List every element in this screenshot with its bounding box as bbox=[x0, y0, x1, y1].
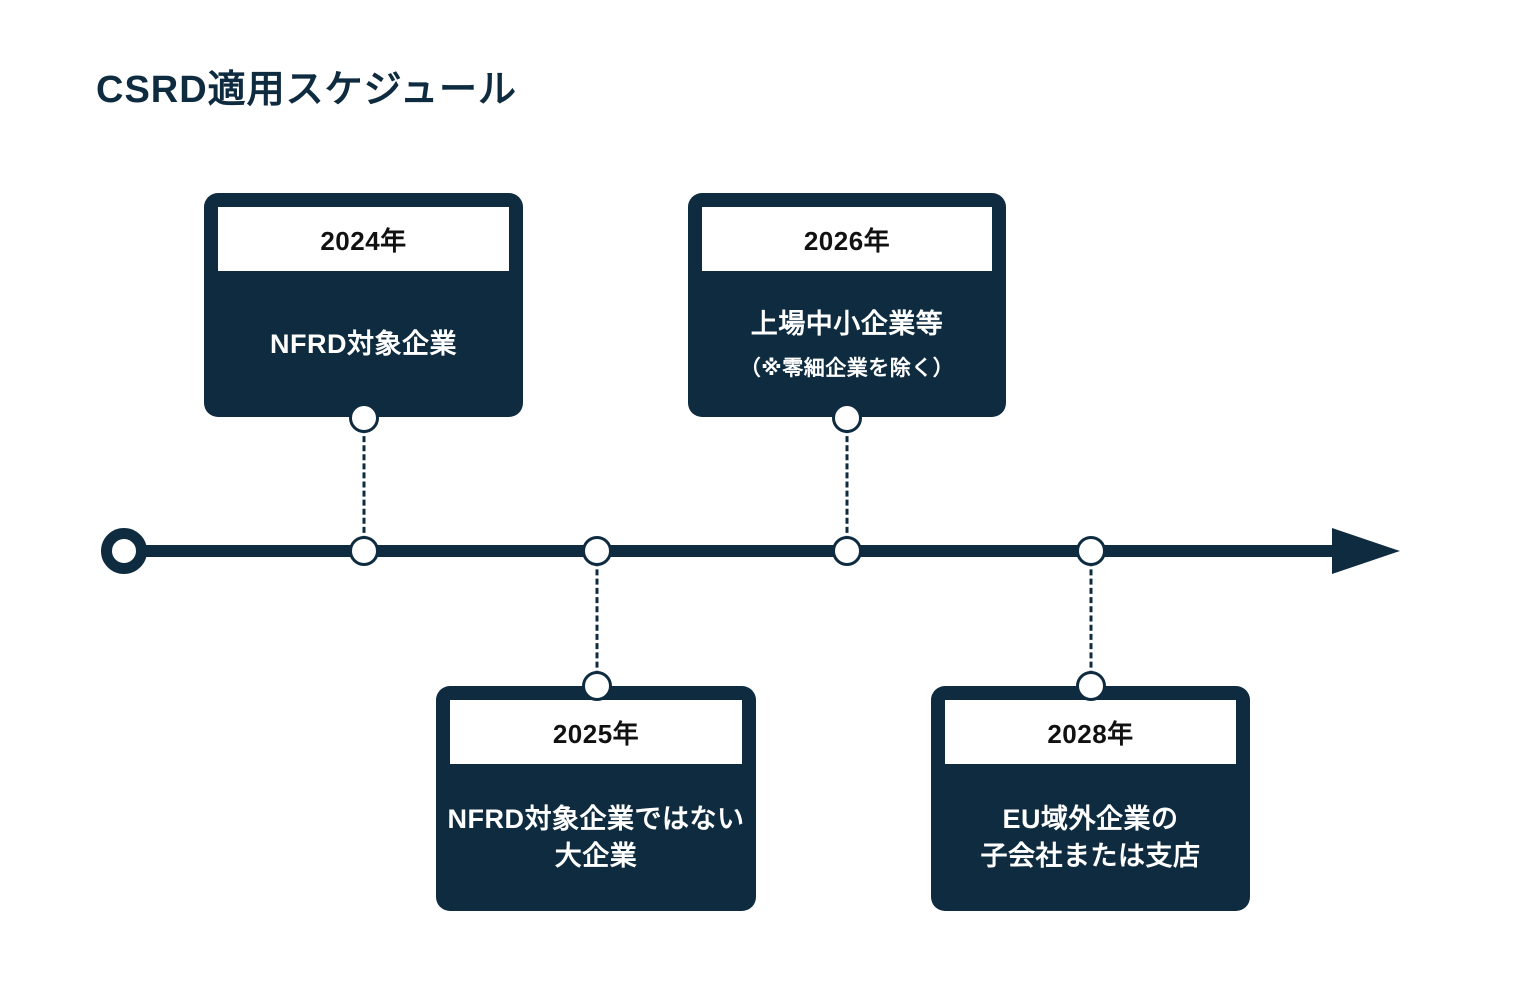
year-label: 2026年 bbox=[803, 225, 891, 256]
timeline-arrowhead-icon bbox=[1332, 528, 1400, 574]
card-anchor-node-2028 bbox=[1076, 671, 1106, 701]
milestone-card-2028: 2028年 EU域外企業の 子会社または支店 bbox=[931, 686, 1250, 911]
card-anchor-node-2025 bbox=[582, 671, 612, 701]
milestone-label: NFRD対象企業ではない 大企業 bbox=[447, 804, 745, 871]
connector-2025 bbox=[595, 551, 599, 686]
year-badge-2025: 2025年 bbox=[450, 700, 742, 764]
timeline-node-2028 bbox=[1076, 536, 1106, 566]
milestone-note: （※零細企業を除く） bbox=[739, 356, 955, 380]
year-badge-2024: 2024年 bbox=[218, 207, 509, 271]
page-title: CSRD適用スケジュール bbox=[96, 69, 518, 111]
milestone-card-2026: 2026年 上場中小企業等 （※零細企業を除く） bbox=[688, 193, 1006, 417]
milestone-card-2025: 2025年 NFRD対象企業ではない 大企業 bbox=[436, 686, 756, 911]
connector-2024 bbox=[362, 418, 366, 551]
timeline-node-2024 bbox=[349, 536, 379, 566]
timeline-line bbox=[140, 545, 1336, 557]
milestone-label: 上場中小企業等 bbox=[750, 309, 944, 340]
milestone-card-2024: 2024年 NFRD対象企業 bbox=[204, 193, 523, 417]
timeline-node-2026 bbox=[832, 536, 862, 566]
card-anchor-node-2026 bbox=[832, 403, 862, 433]
timeline-node-2025 bbox=[582, 536, 612, 566]
milestone-label: NFRD対象企業 bbox=[270, 328, 457, 359]
timeline-start-circle bbox=[101, 528, 147, 574]
milestone-body-2024: NFRD対象企業 bbox=[214, 271, 513, 417]
year-badge-2026: 2026年 bbox=[702, 207, 992, 271]
year-label: 2024年 bbox=[320, 225, 407, 256]
year-label: 2028年 bbox=[1047, 718, 1134, 749]
connector-2026 bbox=[845, 418, 849, 551]
card-anchor-node-2024 bbox=[349, 403, 379, 433]
year-badge-2028: 2028年 bbox=[945, 700, 1236, 764]
milestone-body-2028: EU域外企業の 子会社または支店 bbox=[941, 764, 1240, 911]
milestone-body-2025: NFRD対象企業ではない 大企業 bbox=[446, 764, 746, 911]
connector-2028 bbox=[1089, 551, 1093, 686]
year-label: 2025年 bbox=[552, 718, 640, 749]
milestone-body-2026: 上場中小企業等 （※零細企業を除く） bbox=[698, 271, 996, 417]
milestone-label: EU域外企業の 子会社または支店 bbox=[980, 804, 1201, 871]
